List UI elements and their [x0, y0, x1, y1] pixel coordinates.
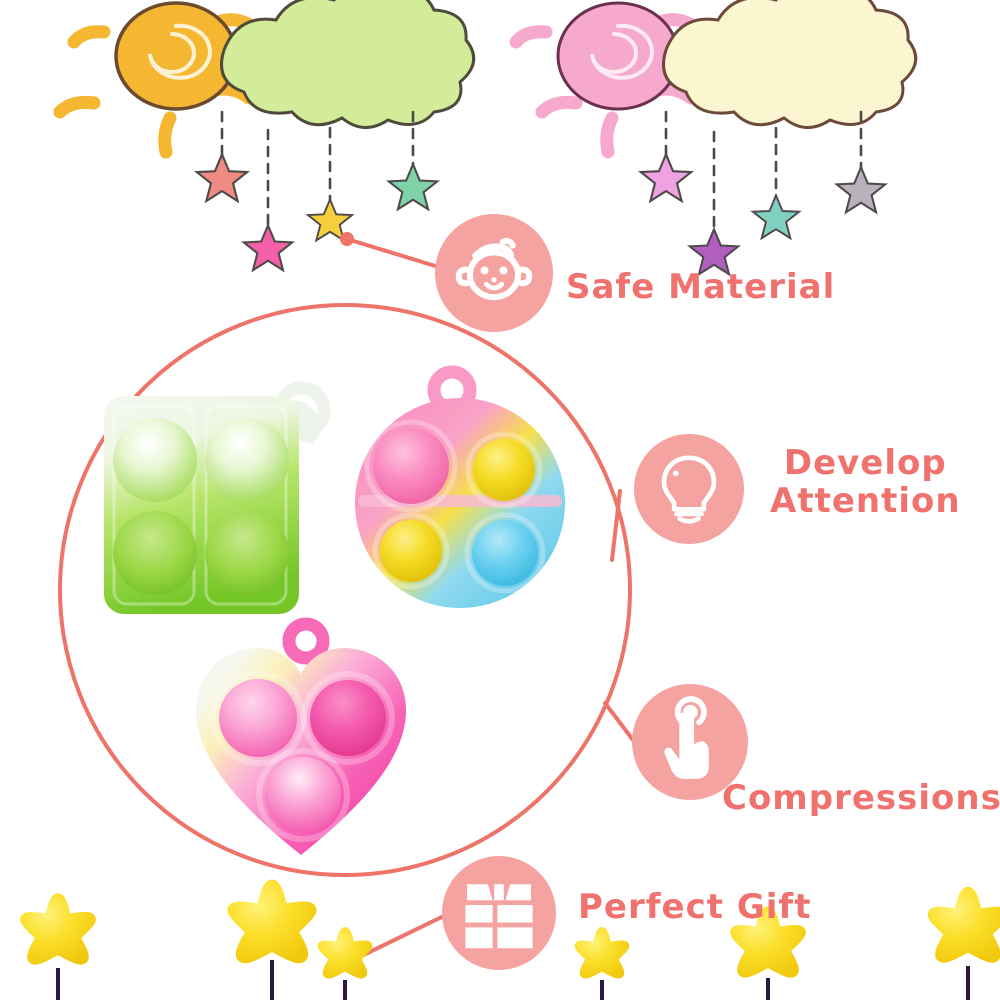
compressions-label: Compressions [722, 778, 1000, 818]
star-hanging [750, 192, 802, 241]
puffy-star [927, 886, 1000, 963]
hanging-stars [193, 151, 888, 277]
connector-node [340, 232, 354, 246]
connector-diagram [58, 232, 635, 970]
product-heart-popit [196, 617, 406, 855]
star-hanging [241, 222, 295, 273]
star-hanging [386, 161, 440, 212]
safe-material-badge[interactable] [435, 214, 553, 332]
puffy-star [227, 879, 317, 964]
gift-box-icon [465, 884, 533, 949]
star-hanging [834, 164, 888, 215]
baby-face-icon [455, 237, 533, 301]
connector-line-compressions [603, 701, 635, 742]
puffy-star [20, 893, 96, 965]
puffy-star [730, 906, 806, 978]
bottom-puffy-stars [20, 879, 1000, 1000]
sun-right-icon [509, 1, 699, 159]
connector-circle [58, 303, 632, 877]
star-hanging [193, 151, 251, 204]
perfect-gift-label: Perfect Gift [578, 887, 812, 927]
cloud-left-icon [220, 0, 476, 129]
product-round-popit [355, 365, 565, 608]
compressions-badge[interactable] [632, 684, 748, 800]
puffy-star [574, 927, 630, 979]
star-hanging [637, 151, 695, 204]
tap-hand-icon [664, 696, 709, 779]
star-hanging [687, 226, 741, 277]
develop-attention-label: Develop Attention [770, 443, 961, 522]
hanging-threads [220, 110, 863, 236]
connector-line-attention [610, 489, 622, 562]
develop-attention-badge[interactable] [634, 434, 744, 544]
product-square-popit [104, 381, 331, 614]
puffy-star [317, 927, 373, 979]
lightbulb-icon [661, 455, 717, 524]
safe-material-label: Safe Material [566, 267, 836, 307]
perfect-gift-badge[interactable] [442, 856, 556, 970]
star-hanging [305, 197, 355, 243]
sun-left-icon [53, 1, 257, 159]
cloud-right-icon [662, 0, 918, 129]
